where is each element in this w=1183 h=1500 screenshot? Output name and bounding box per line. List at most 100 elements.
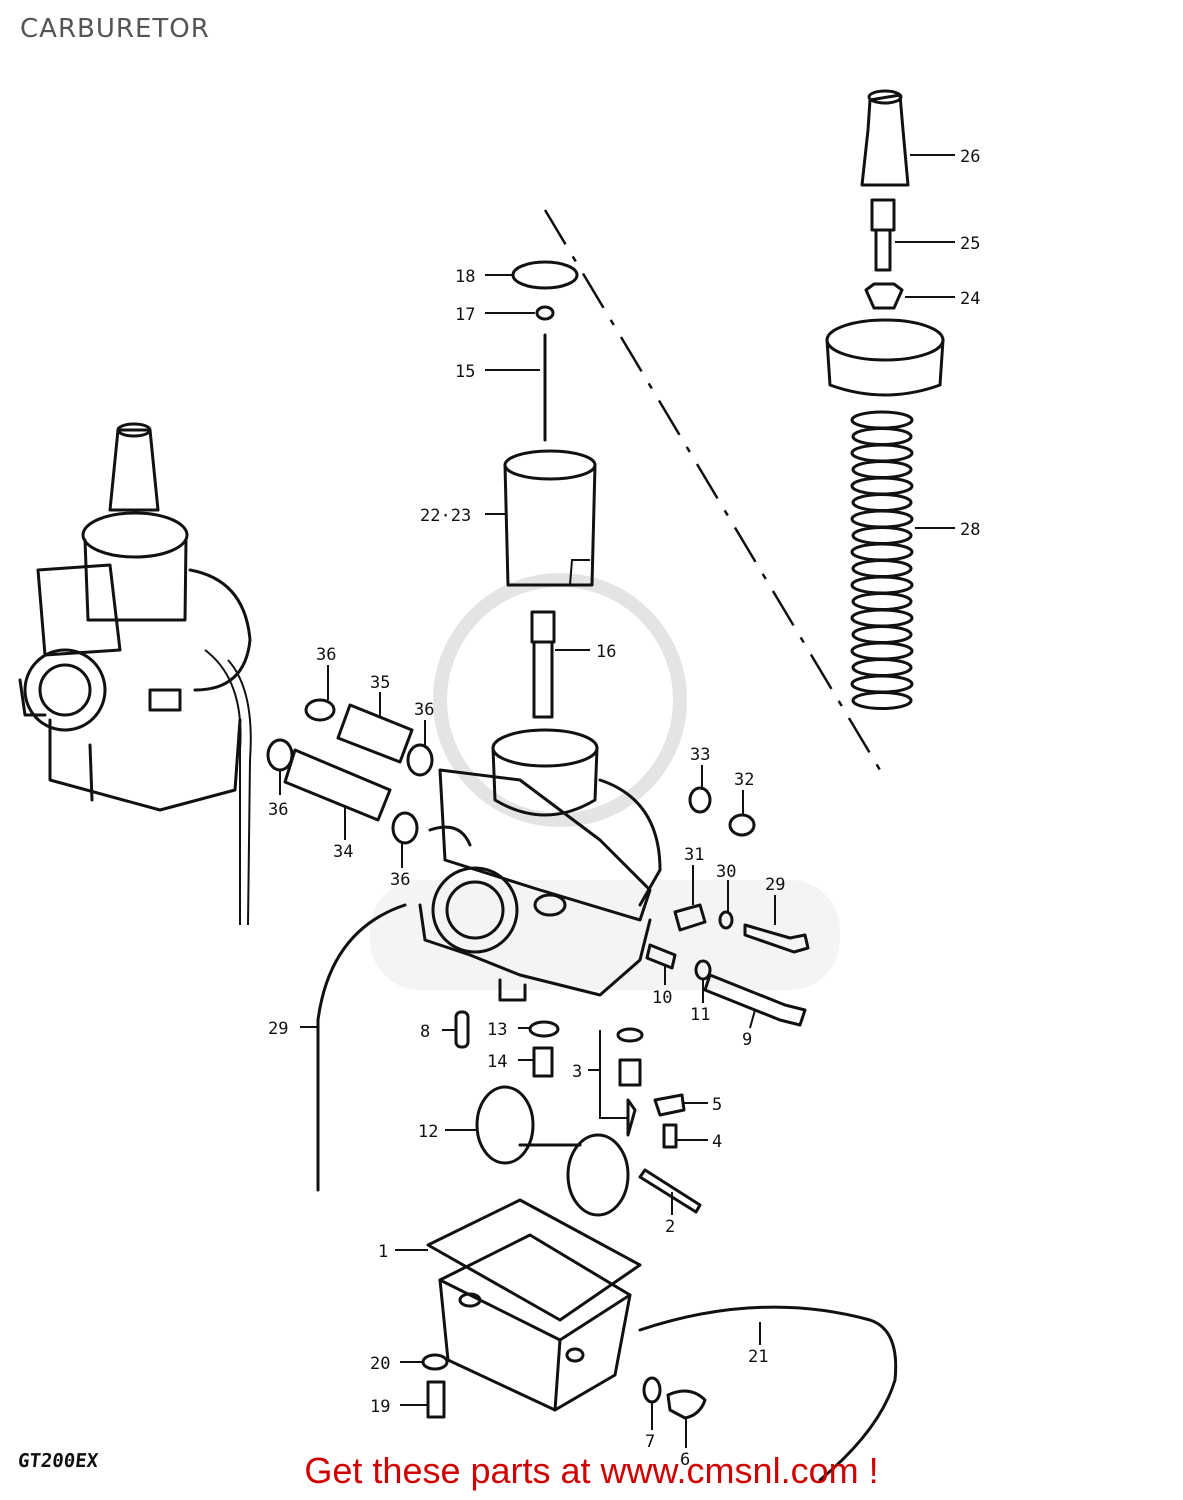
callout-32: 32	[734, 770, 754, 790]
promo-link[interactable]: Get these parts at www.cmsnl.com !	[304, 1450, 879, 1491]
page-title: CARBURETOR	[20, 14, 210, 44]
spring-coil	[851, 592, 913, 611]
part-tube-35	[336, 703, 414, 764]
part-hose-28	[316, 903, 407, 1192]
callout-2: 2	[665, 1217, 675, 1237]
part-7	[642, 1376, 662, 1404]
spring-coil	[850, 608, 914, 628]
part-needle-jet-16	[530, 610, 556, 719]
part-13	[528, 1020, 560, 1038]
leader-lines	[279, 154, 955, 1448]
callout-19: 19	[370, 1397, 390, 1417]
part-screw-32	[728, 813, 756, 837]
callout-15: 15	[455, 362, 475, 382]
callout-35: 35	[370, 673, 390, 693]
callout-11: 11	[690, 1005, 710, 1025]
callout-21: 21	[748, 1347, 768, 1367]
part-o-ring-36-c	[266, 738, 294, 772]
part-cap-26	[860, 89, 910, 187]
callout-17: 17	[455, 305, 475, 325]
spring-coil	[851, 526, 913, 545]
part-float-bowl-1	[426, 1198, 642, 1412]
part-o-ring-36-d	[391, 811, 419, 845]
part-tube-34	[283, 748, 392, 822]
spring-coil	[851, 427, 913, 446]
callout-14: 14	[487, 1052, 507, 1072]
part-clip-17	[535, 305, 555, 321]
part-screw-29	[743, 923, 810, 954]
part-spring-27	[850, 410, 914, 710]
part-screw-19	[426, 1380, 446, 1419]
spring-coil	[850, 575, 914, 595]
callout-30: 30	[716, 862, 736, 882]
callout-16: 16	[596, 642, 616, 662]
callout-33: 33	[690, 745, 710, 765]
callout-13: 13	[487, 1020, 507, 1040]
part-14	[532, 1046, 554, 1078]
part-nut-24	[864, 282, 904, 310]
assembled-carburetor	[18, 422, 252, 926]
callout-22-23: 22·23	[420, 506, 471, 526]
callout-36-b: 36	[414, 700, 434, 720]
part-hose-21	[638, 1305, 898, 1482]
callout-29: 29	[765, 875, 785, 895]
carburetor-body	[418, 728, 662, 1002]
part-disc-18	[511, 260, 579, 290]
spring-coil	[850, 641, 914, 661]
callout-36-c: 36	[268, 800, 288, 820]
callout-8: 8	[420, 1022, 430, 1042]
part-o-ring-36-a	[304, 698, 336, 722]
spring-coil	[850, 410, 914, 430]
part-adjuster-25	[870, 198, 896, 272]
part-11	[694, 959, 712, 981]
spring-coil	[850, 476, 914, 496]
callout-36-a: 36	[316, 645, 336, 665]
part-spring-31	[673, 903, 707, 932]
callout-5: 5	[712, 1095, 722, 1115]
spring-coil	[851, 559, 913, 578]
spring-coil	[851, 493, 913, 512]
part-pin-2	[638, 1168, 702, 1214]
callout-27: 28	[960, 520, 980, 540]
part-float-12	[475, 1085, 630, 1217]
part-float-needle-3	[599, 1027, 644, 1137]
spring-coil	[850, 674, 914, 694]
part-top-ring	[825, 318, 945, 397]
callout-36-d: 36	[390, 870, 410, 890]
callout-3: 3	[572, 1062, 582, 1082]
guide-dashed-line	[543, 209, 882, 771]
spring-coil	[850, 542, 914, 562]
spring-coil	[851, 460, 913, 479]
part-throttle-valve-22-23	[503, 449, 597, 587]
callout-4: 4	[712, 1132, 722, 1152]
callout-20: 20	[370, 1354, 390, 1374]
callout-25: 25	[960, 234, 980, 254]
callout-24: 24	[960, 289, 980, 309]
callout-labels: 26 25 24 28 18 17 15 22·23 16 36 35 36 3…	[268, 147, 980, 1470]
part-8	[454, 1010, 470, 1049]
part-screw-9	[703, 973, 807, 1027]
part-30	[718, 910, 734, 930]
part-20	[421, 1353, 449, 1371]
callout-10: 10	[652, 988, 672, 1008]
part-screw-4	[662, 1123, 678, 1149]
callout-31: 31	[684, 845, 704, 865]
callout-26: 26	[960, 147, 980, 167]
spring-coil	[851, 625, 913, 644]
part-spring-10	[645, 943, 677, 970]
part-5	[653, 1093, 686, 1117]
part-33	[688, 786, 712, 814]
spring-coil	[851, 658, 913, 677]
callout-12: 12	[418, 1122, 438, 1142]
spring-coil	[850, 443, 914, 463]
part-plug-6	[666, 1389, 707, 1420]
spring-coil	[850, 509, 914, 529]
spring-coil	[851, 691, 913, 710]
callout-6: 6	[680, 1450, 690, 1470]
callout-18: 18	[455, 267, 475, 287]
callout-9: 9	[742, 1030, 752, 1050]
callout-1: 1	[378, 1242, 388, 1262]
part-o-ring-36-b	[406, 743, 434, 777]
callout-7: 7	[645, 1432, 655, 1452]
